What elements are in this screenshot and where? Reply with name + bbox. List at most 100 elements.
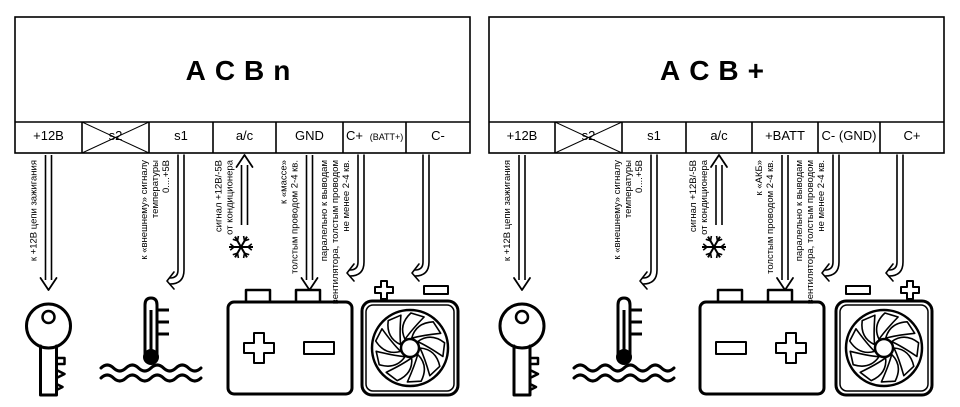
fan-blade: [849, 350, 880, 367]
wire-note: к «АКБ»толстым проводом 2-4 кв.: [754, 160, 776, 274]
wire-arrow-up: [235, 154, 254, 225]
battery-plus-icon: [243, 332, 275, 364]
pin-4: a/c: [236, 128, 254, 143]
pin-6: C- (GND): [822, 128, 877, 143]
wire-note-line: сигнал +12В/-5В: [688, 160, 699, 232]
pin-label: +BATT: [765, 128, 805, 143]
pin-label: GND: [295, 128, 324, 143]
wire-hook: [885, 154, 904, 282]
fan-blade: [387, 314, 402, 346]
fan-blade: [375, 350, 406, 367]
wire-note-line: к +12В цепи зажигания: [29, 160, 40, 261]
battery-terminal: [766, 288, 794, 304]
wire-note-line: к «АКБ»: [754, 160, 765, 195]
wire-1: к +12В цепи зажигания: [502, 155, 531, 291]
pin-7: C+: [904, 128, 921, 143]
snowflake-icon: [702, 235, 726, 259]
wire-arrow-down: [513, 155, 531, 291]
wire-arrow-down: [300, 155, 319, 291]
wire-hook: [411, 154, 430, 282]
wire-6: [885, 154, 904, 282]
unused-pin-cross: [554, 121, 623, 154]
fan-plus-icon: [900, 280, 920, 300]
battery-terminal: [294, 288, 322, 304]
wire-hook: [639, 154, 658, 290]
wire-note-line: к «внешнему» сигналу: [612, 160, 623, 260]
battery-icon: [226, 288, 354, 396]
pin-label: C- (GND): [822, 128, 877, 143]
wire-hook: [821, 154, 840, 282]
wire-note-line: к +12В цепи зажигания: [502, 160, 513, 261]
wire-4: к «массе»толстым проводом 2-4 кв.: [279, 155, 319, 291]
pin-label: a/c: [236, 128, 254, 143]
wire-hook: [346, 154, 365, 282]
wire-6: [411, 154, 430, 282]
fan-blade: [374, 328, 402, 354]
battery-icon: [698, 288, 826, 396]
fan-blade: [419, 347, 441, 377]
controller-title: ACB+: [660, 55, 773, 86]
coolant-temperature-icon: [99, 296, 203, 383]
pin-3: s1: [647, 128, 661, 143]
wire-note-line: к «массе»: [279, 160, 290, 204]
pin-1: +12B: [33, 128, 64, 143]
battery-terminal: [244, 288, 272, 304]
pin-label: +12B: [33, 128, 64, 143]
wire-arrow-up: [710, 154, 728, 225]
wire-hook: [166, 154, 185, 290]
controller-box: [488, 16, 945, 154]
coolant-temperature-icon: [572, 296, 676, 383]
fan-minus-icon: [423, 285, 449, 295]
wire-note-line: 0....+5В: [161, 160, 172, 193]
pin-sublabel: (BATT+): [370, 132, 404, 142]
wire-note-line: паралельно к выводам: [794, 160, 805, 261]
wire-note-line: толстым проводом 2-4 кв.: [290, 160, 301, 274]
unused-pin-cross: [81, 121, 150, 154]
wire-note: к +12В цепи зажигания: [502, 160, 513, 261]
wire-4: к «АКБ»толстым проводом 2-4 кв.: [754, 155, 794, 291]
fan-blade: [893, 347, 915, 377]
pin-6: C+(BATT+): [346, 128, 403, 143]
key-icon: [498, 302, 546, 397]
wire-note-line: температуры: [623, 160, 634, 218]
fan-blade: [875, 312, 899, 341]
fan-blade: [890, 336, 920, 358]
wire-1: к +12В цепи зажигания: [29, 155, 58, 291]
wire-note-line: не менее 2-4 кв.: [816, 160, 827, 232]
pin-2: s2: [554, 121, 623, 154]
battery-minus-icon: [715, 341, 747, 355]
key-icon: [25, 302, 72, 397]
wire-note-line: 0....+5В: [634, 160, 645, 193]
battery-minus-icon: [303, 341, 335, 355]
wire-arrow-down: [776, 155, 794, 291]
fan-blade: [401, 312, 425, 341]
pin-label: C-: [431, 128, 445, 143]
pin-label: s2: [582, 128, 596, 143]
battery-terminal: [716, 288, 744, 304]
pin-1: +12B: [507, 128, 538, 143]
wire-note-line: вентилятора, толстым проводом: [330, 160, 341, 304]
fan-blade: [859, 357, 887, 382]
wire-note-line: толстым проводом 2-4 кв.: [765, 160, 776, 274]
fan-blade: [880, 353, 900, 383]
fan-blade: [848, 328, 876, 354]
pin-7: C-: [431, 128, 445, 143]
fan-minus-icon: [845, 285, 871, 295]
wire-note-line: от кондиционера: [225, 159, 236, 235]
wire-note: к +12В цепи зажигания: [29, 160, 40, 261]
radiator-fan-icon: [834, 299, 934, 397]
fan-blade: [385, 357, 413, 382]
controller-box: [14, 16, 471, 154]
wire-note: к «массе»толстым проводом 2-4 кв.: [279, 160, 301, 274]
fan-plus-icon: [374, 280, 394, 300]
